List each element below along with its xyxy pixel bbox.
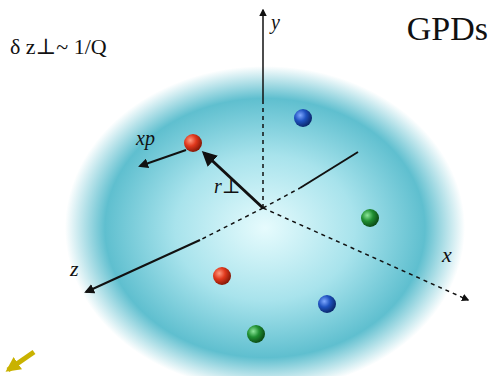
quark-green [361, 209, 379, 227]
probe-arrow [8, 352, 34, 370]
quark-blue [318, 295, 336, 313]
momentum-arrow [140, 150, 186, 166]
position-label: r⊥ [214, 176, 241, 196]
quark-red [184, 134, 202, 152]
resolution-label: δ z⊥~ 1/Q [10, 36, 107, 58]
y-axis [262, 10, 264, 100]
z-axis [300, 152, 358, 188]
quark-red [213, 267, 231, 285]
z-axis [86, 240, 200, 292]
quark-blue [294, 109, 312, 127]
z-axis [200, 208, 263, 240]
position-vector [204, 153, 263, 208]
x-axis [263, 208, 468, 300]
y-axis [262, 100, 264, 208]
diagram-title: GPDs [407, 12, 488, 46]
axis-label: y [271, 12, 280, 32]
quark-green [247, 325, 265, 343]
momentum-label: xp [136, 128, 155, 148]
axis-label: z [70, 258, 79, 280]
z-axis [263, 188, 300, 208]
axis-label: x [442, 244, 452, 266]
nucleon-cloud [65, 66, 465, 376]
